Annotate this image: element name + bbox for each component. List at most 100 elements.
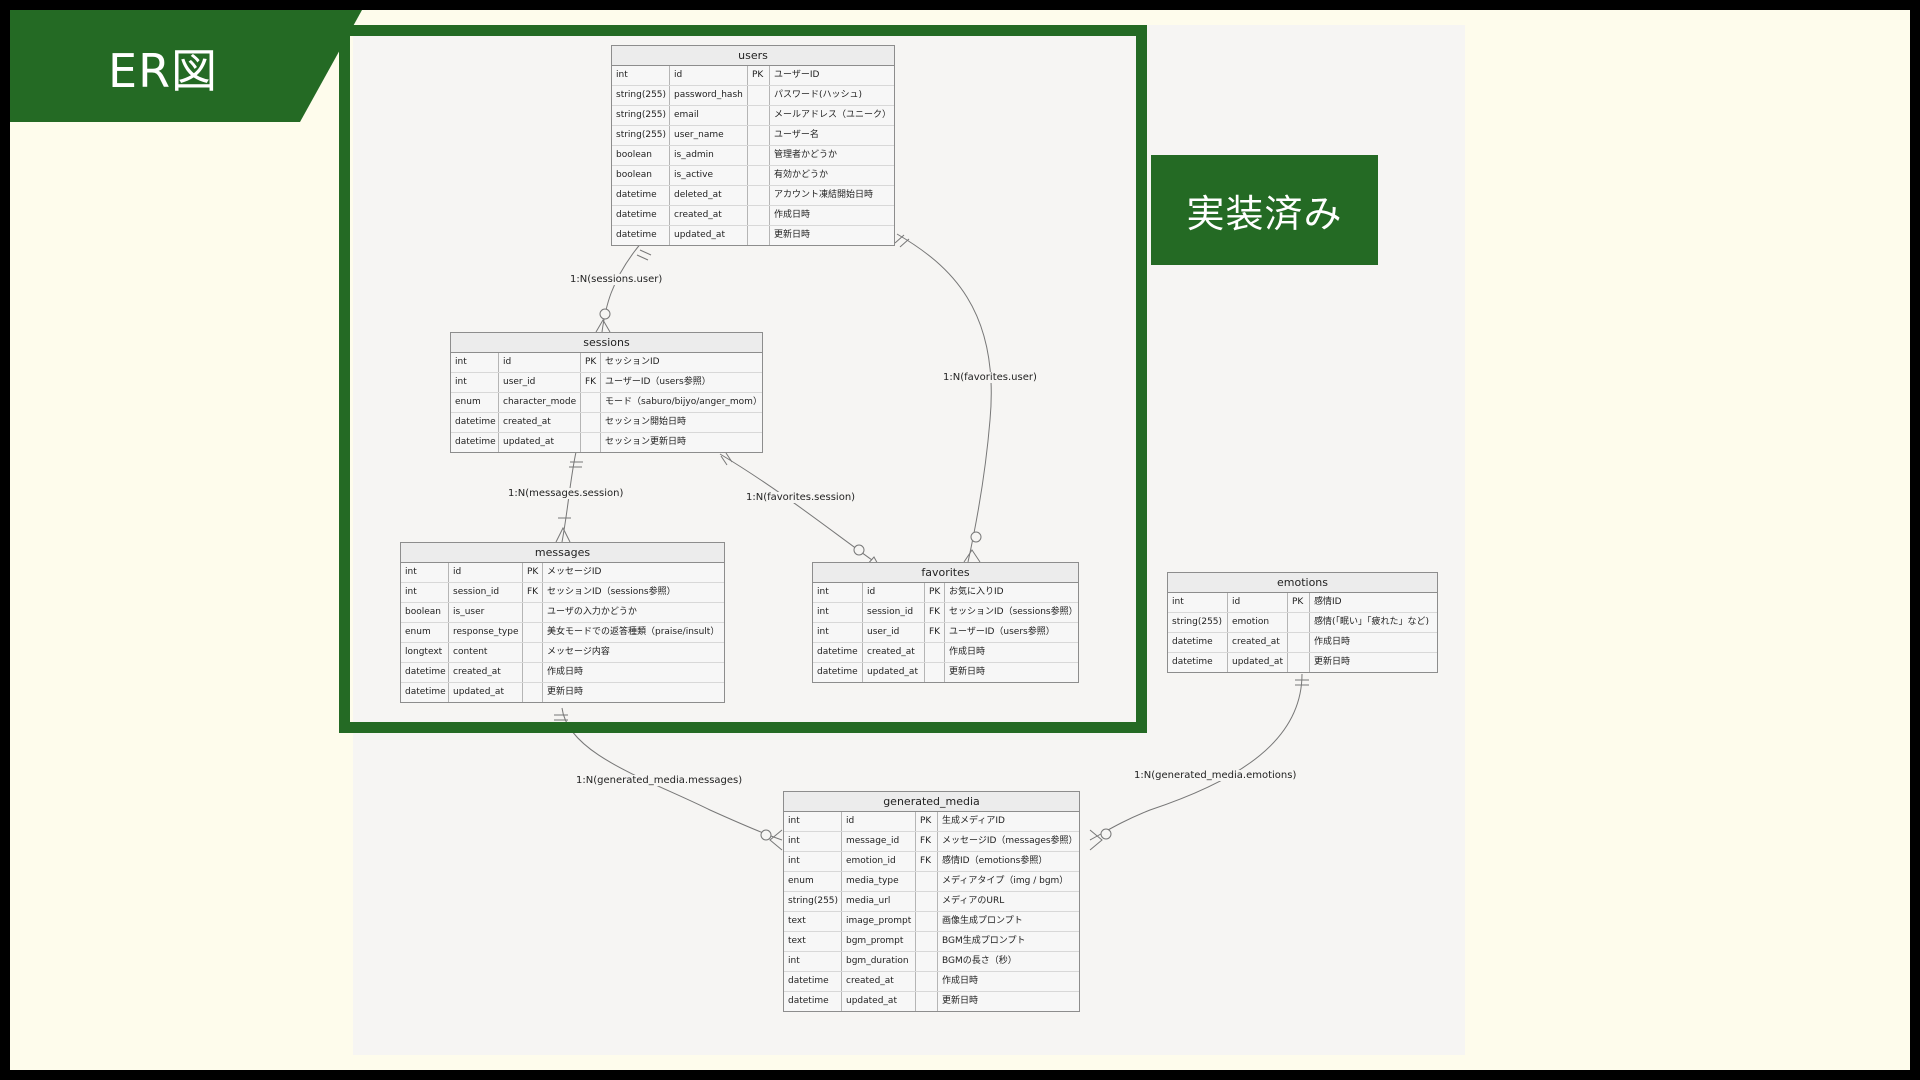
many-mark [555,526,571,543]
field-key [581,433,601,452]
field-key [1288,613,1310,632]
field-description: パスワード(ハッシュ) [774,90,863,100]
field-description: メッセージID（messages参照） [942,836,1078,846]
zero-mark [760,829,772,841]
field-key: FK [925,603,945,622]
field-name: bgm_duration [842,952,916,971]
field-key: PK [748,66,770,85]
entity-name: generated_media [784,792,1079,812]
field-name: updated_at [499,433,581,452]
field-type: datetime [612,206,670,225]
field-name: emotion [1228,613,1288,632]
many-mark [769,829,783,851]
field-type: int [813,583,863,602]
rel-label-messages-session: 1:N(messages.session) [507,488,625,499]
field-description: メッセージID [547,567,602,577]
field-type: text [784,912,842,931]
field-key: PK [523,563,543,582]
field-description: セッションID [605,357,660,367]
field-type: datetime [784,972,842,991]
field-description: BGMの長さ（秒） [942,956,1017,966]
field-description: メッセージ内容 [547,647,610,657]
one-mark [720,455,728,466]
field-type: string(255) [784,892,842,911]
field-key [916,972,938,991]
implemented-frame [339,25,1147,733]
field-type: int [784,852,842,871]
field-description: 作成日時 [942,976,979,986]
field-name: session_id [449,583,523,602]
field-type: datetime [612,186,670,205]
field-key [748,166,770,185]
field-key: FK [581,373,601,392]
edge-generated-media-emotions [1089,673,1303,841]
field-key: PK [916,812,938,831]
field-description: 更新日時 [942,996,979,1006]
field-description: 感情ID [1314,597,1342,607]
field-type: int [451,373,499,392]
field-key [523,603,543,622]
field-type: boolean [612,166,670,185]
field-type: datetime [1168,653,1228,672]
field-description: セッションID（sessions参照） [949,607,1078,617]
field-description: 作成日時 [1314,637,1351,647]
field-type: int [401,583,449,602]
field-type: datetime [813,663,863,682]
field-name: created_at [1228,633,1288,652]
field-key [1288,653,1310,672]
field-type: string(255) [612,106,670,125]
field-key [748,86,770,105]
field-name: image_prompt [842,912,916,931]
field-key: FK [925,623,945,642]
field-type: int [813,623,863,642]
field-key [581,413,601,432]
field-type: string(255) [1168,613,1228,632]
field-key: PK [925,583,945,602]
field-name: created_at [842,972,916,991]
rel-label-favorites-user: 1:N(favorites.user) [942,372,1038,383]
zero-mark [970,531,982,543]
field-name: updated_at [842,992,916,1011]
field-name: created_at [449,663,523,682]
field-type: datetime [1168,633,1228,652]
field-type: int [784,812,842,831]
field-key: FK [916,852,938,871]
field-name: response_type [449,623,523,642]
field-name: email [670,106,748,125]
field-name: deleted_at [670,186,748,205]
title-banner [10,10,362,122]
field-name: updated_at [670,226,748,245]
field-description: セッション開始日時 [605,417,687,427]
one-mark [725,452,733,463]
field-description: ユーザの入力かどうか [547,607,637,617]
field-type: boolean [401,603,449,622]
slide-title: ER図 [108,44,219,98]
edge-sessions-user [601,241,643,333]
field-key [925,663,945,682]
entity-name: users [612,46,894,66]
relationship-connectors [554,233,1309,851]
field-type: enum [451,393,499,412]
field-name: created_at [499,413,581,432]
field-description: ユーザーID（users参照） [605,377,711,387]
field-key [748,126,770,145]
field-description: メディアのURL [942,896,1005,906]
field-type: datetime [784,992,842,1011]
field-type: datetime [401,683,449,702]
